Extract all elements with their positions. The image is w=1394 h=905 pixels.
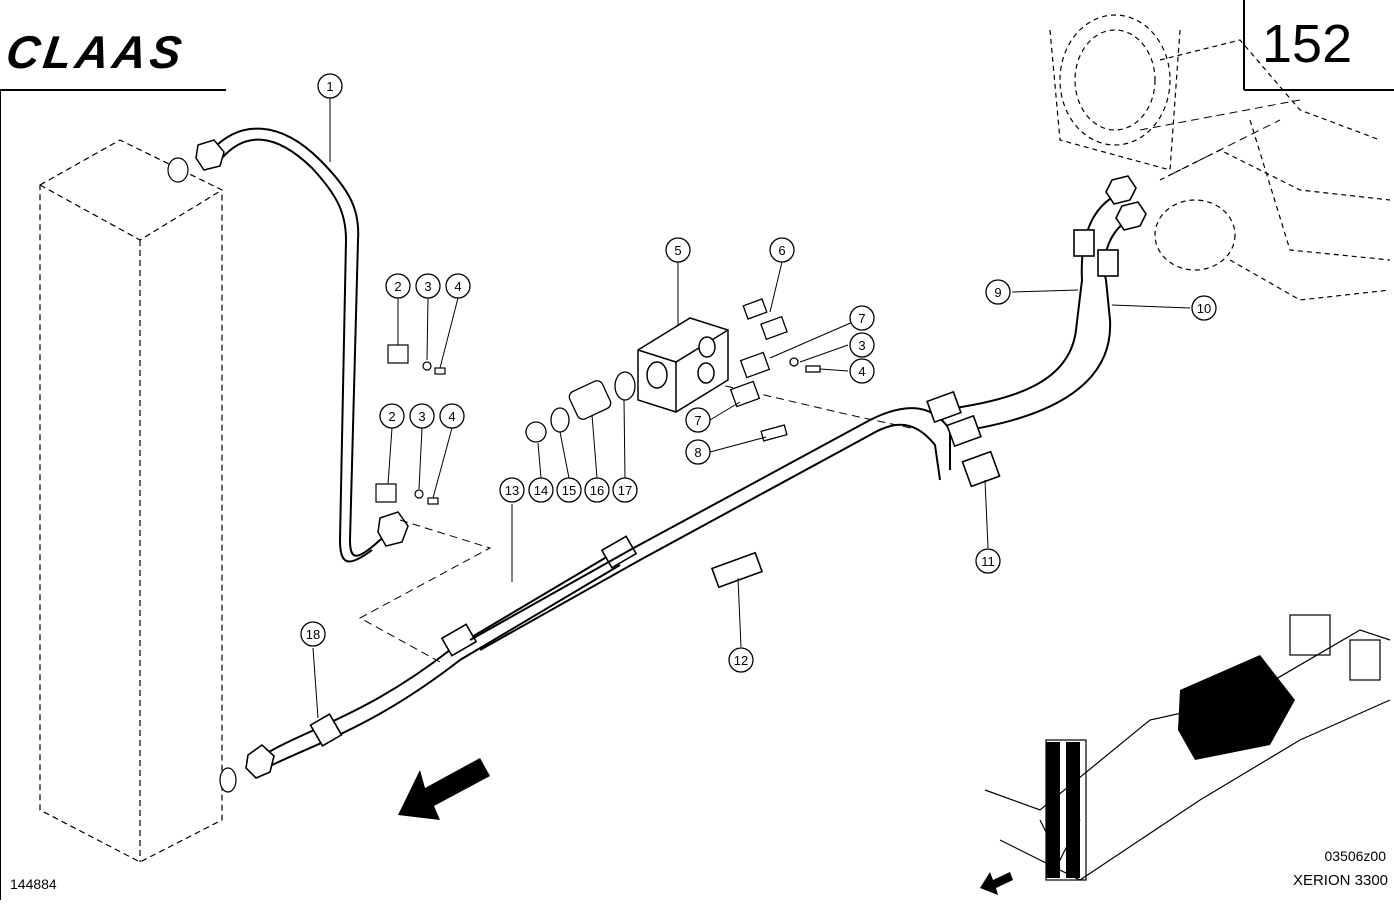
callout-label: 8	[694, 445, 701, 460]
callout-circles	[300, 73, 1217, 673]
callout-label: 17	[618, 483, 632, 498]
callout-label: 11	[981, 554, 995, 569]
model-name: XERION 3300	[1292, 872, 1388, 889]
callout-label: 1	[326, 79, 333, 94]
callout-3b	[409, 403, 435, 429]
hoses-9-10	[939, 189, 1141, 433]
callout-label: 2	[388, 409, 395, 424]
callout-label: 4	[858, 364, 865, 379]
callout-label: 3	[424, 279, 431, 294]
callout-label: 5	[674, 243, 681, 258]
callout-13	[499, 477, 525, 503]
callout-label: 12	[734, 653, 748, 668]
page-number: 152	[1262, 14, 1353, 74]
control-valve-block	[1178, 655, 1295, 760]
hose-fittings	[926, 175, 1147, 488]
callout-2b	[379, 403, 405, 429]
callout-leaders	[312, 98, 1191, 719]
callout-4a	[445, 273, 471, 299]
tube-clip-12	[710, 551, 764, 589]
callout-14	[528, 477, 554, 503]
hose-18-fittings	[245, 535, 638, 779]
radiator-ports	[167, 157, 237, 793]
document-number: 144884	[10, 876, 57, 892]
cooler-pack	[1046, 742, 1080, 878]
callout-label: 3	[858, 338, 865, 353]
callout-label: 16	[590, 483, 604, 498]
callout-label: 6	[778, 243, 785, 258]
engine-sketch	[1049, 14, 1391, 301]
callout-11	[975, 548, 1001, 574]
callout-8	[685, 439, 711, 465]
callout-9	[985, 279, 1011, 305]
machine-overview-inset	[984, 614, 1391, 881]
clamp-sets	[375, 344, 446, 505]
callout-4c	[849, 358, 875, 384]
callout-6	[769, 237, 795, 263]
callout-label: 4	[454, 279, 461, 294]
callout-label: 7	[694, 413, 701, 428]
claas-logo: CLAAS	[3, 26, 189, 78]
callout-label: 9	[994, 285, 1001, 300]
callout-2a	[385, 273, 411, 299]
callout-label: 18	[306, 627, 320, 642]
callout-label: 7	[858, 311, 865, 326]
callout-12	[728, 647, 754, 673]
forward-direction-arrow	[398, 758, 490, 820]
callout-17	[612, 477, 638, 503]
callout-label: 13	[505, 483, 519, 498]
callout-16	[584, 477, 610, 503]
callout-15	[556, 477, 582, 503]
callout-label: 2	[394, 279, 401, 294]
callout-label: 15	[562, 483, 576, 498]
callout-5	[665, 237, 691, 263]
callout-7b	[685, 407, 711, 433]
callout-18	[300, 621, 326, 647]
callout-label: 4	[448, 409, 455, 424]
callout-numbers: 1 2 3 4 2 3 4 5 6 7 3 4 7 8 9 10 11 12 1…	[306, 79, 1211, 668]
inset-direction-arrow	[980, 872, 1013, 895]
callout-7a	[849, 305, 875, 331]
drawing-id: 03506z00	[1324, 848, 1386, 864]
callout-1	[317, 73, 343, 99]
assembly-leaders	[358, 99, 1301, 663]
svg-text:CLAAS: CLAAS	[3, 26, 189, 78]
callout-label: 14	[534, 483, 548, 498]
pipe-1	[211, 127, 396, 563]
cooler-radiator	[39, 139, 223, 863]
callout-label: 3	[418, 409, 425, 424]
callout-10	[1191, 295, 1217, 321]
pipe-13	[469, 407, 951, 651]
valve-block	[637, 317, 729, 413]
callout-label: 10	[1197, 301, 1211, 316]
hose-18	[255, 554, 621, 771]
callout-3a	[415, 273, 441, 299]
callout-4b	[439, 403, 465, 429]
callout-3c	[849, 332, 875, 358]
fittings-group	[729, 298, 821, 442]
seal-parts	[525, 371, 636, 443]
